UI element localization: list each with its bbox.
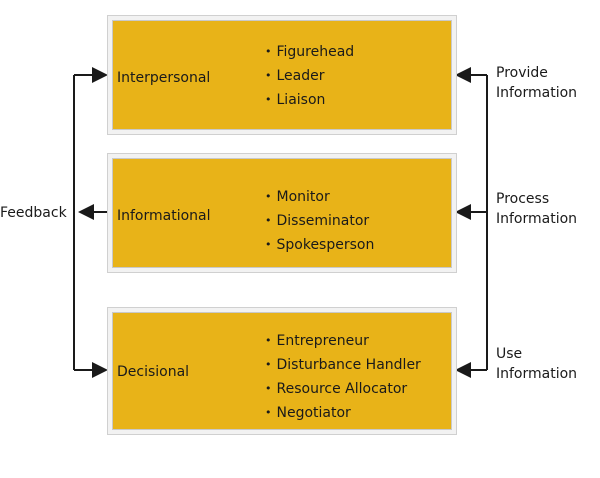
role-title: Interpersonal <box>117 70 211 86</box>
label-line: Information <box>496 85 578 101</box>
role-title: Informational <box>117 208 211 224</box>
role-item: Disseminator <box>265 209 374 233</box>
label-line: Process <box>496 191 550 207</box>
role-item: Liaison <box>265 88 354 112</box>
role-item: Entrepreneur <box>265 329 421 353</box>
label-line: Information <box>496 366 578 382</box>
label-line: Provide <box>496 65 548 81</box>
role-title: Decisional <box>117 364 190 380</box>
process-information-label: Process Information <box>496 189 577 229</box>
info-arrowhead-bottom <box>455 362 471 378</box>
label-line: Use <box>496 346 523 362</box>
role-item: Resource Allocator <box>265 377 421 401</box>
role-item: Leader <box>265 64 354 88</box>
role-item: Disturbance Handler <box>265 353 421 377</box>
role-items: Figurehead Leader Liaison <box>265 40 355 112</box>
role-box-decisional: Decisional Entrepreneur Disturbance Hand… <box>112 312 452 430</box>
role-item: Monitor <box>265 185 374 209</box>
feedback-arrowhead-bottom <box>92 362 108 378</box>
role-item: Figurehead <box>265 40 355 64</box>
info-arrowhead-middle <box>455 204 471 220</box>
role-items: Entrepreneur Disturbance Handler Resourc… <box>265 329 421 425</box>
role-items: Monitor Disseminator Spokesperson <box>265 185 375 257</box>
role-box-interpersonal: Interpersonal Figurehead Leader Liaison <box>112 20 452 130</box>
feedback-arrowhead-middle <box>78 204 94 220</box>
role-box-informational: Informational Monitor Disseminator Spoke… <box>112 158 452 268</box>
role-item: Negotiator <box>265 401 421 425</box>
feedback-label: Feedback <box>0 205 67 221</box>
provide-information-label: Provide Information <box>496 63 577 103</box>
label-line: Information <box>496 211 578 227</box>
role-item: Spokesperson <box>265 233 375 257</box>
info-arrowhead-top <box>455 67 471 83</box>
feedback-arrowhead-top <box>92 67 108 83</box>
use-information-label: Use Information <box>496 344 577 384</box>
